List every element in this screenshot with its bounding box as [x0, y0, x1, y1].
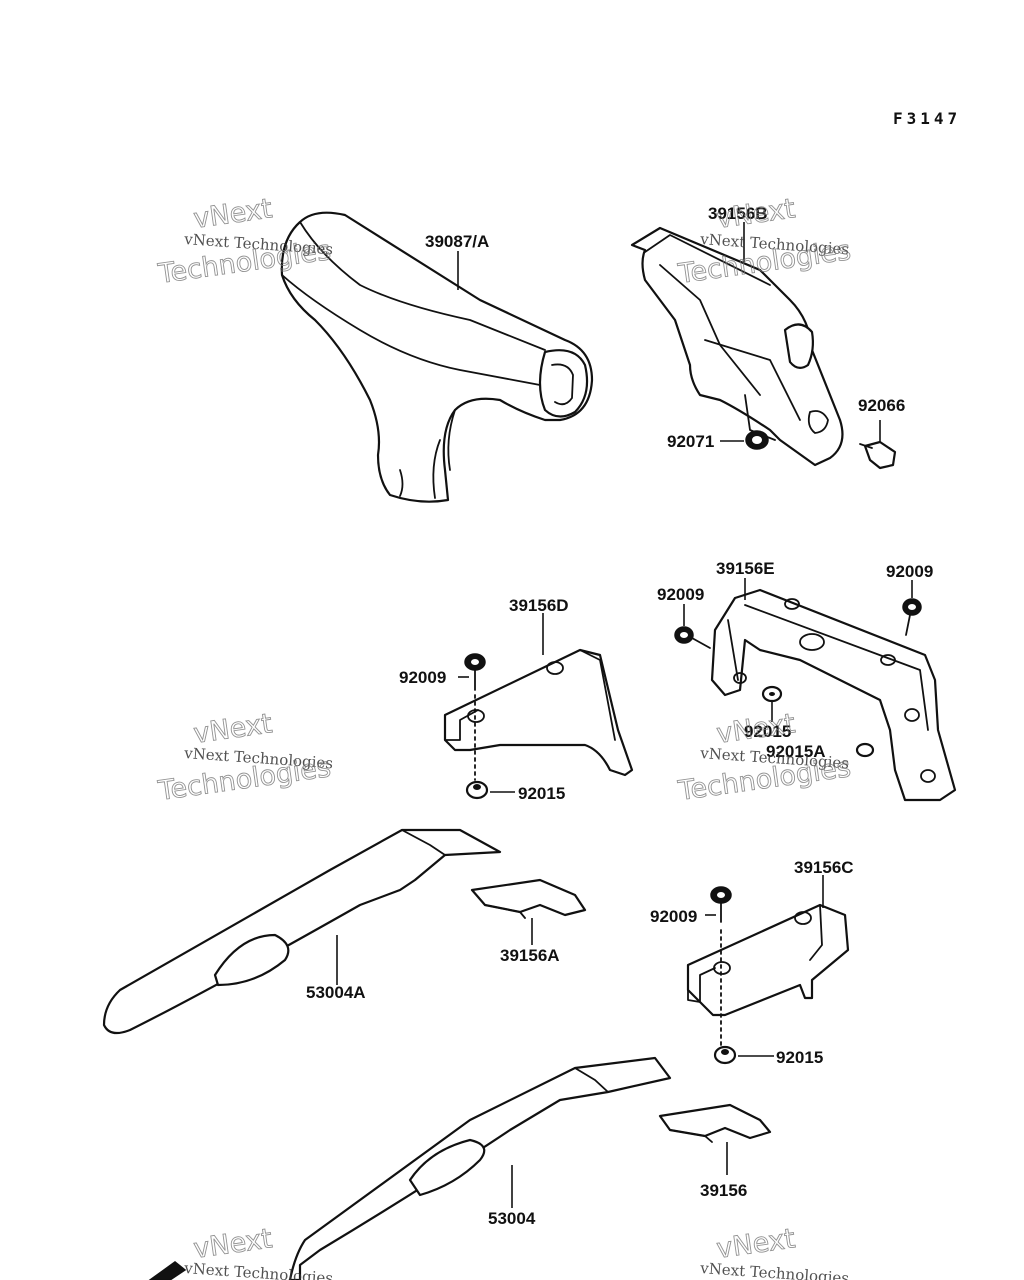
label-39156A: 39156A — [500, 946, 560, 965]
label-92015-d: 92015 — [518, 784, 565, 803]
label-39156: 39156 — [700, 1181, 747, 1200]
bracket-39156D — [443, 648, 634, 777]
bolt-92009-e-left — [674, 626, 711, 649]
bracket-39156E — [710, 588, 957, 802]
label-39087A: 39087/A — [425, 232, 489, 251]
label-92009-e-left: 92009 — [657, 585, 704, 604]
pad-39156 — [658, 1103, 772, 1143]
svg-text:vNext: vNext — [715, 1223, 797, 1265]
svg-text:vNext Technologies: vNext Technologies — [183, 1259, 334, 1280]
label-92009-c: 92009 — [650, 907, 697, 926]
watermark-mid-right: vNext vNext Technologies Technologies — [675, 708, 853, 808]
label-39156D: 39156D — [509, 596, 569, 615]
bolt-92009-d — [464, 653, 486, 781]
figure-code: F3147 — [893, 109, 961, 128]
handlebar-cover-39087A — [280, 211, 594, 503]
pad-39156A — [470, 878, 587, 919]
label-92066: 92066 — [858, 396, 905, 415]
label-53004: 53004 — [488, 1209, 536, 1228]
svg-text:vNext: vNext — [192, 1223, 274, 1265]
svg-text:vNext: vNext — [192, 193, 274, 235]
bracket-39156C — [686, 903, 850, 1017]
nut-92015-c — [713, 1045, 737, 1065]
strip-53004A — [102, 828, 502, 1035]
partial-part-fragment — [148, 1261, 187, 1280]
svg-text:vNext: vNext — [715, 193, 797, 235]
label-53004A: 53004A — [306, 983, 366, 1002]
label-92015-c: 92015 — [776, 1048, 823, 1067]
grommet-92071 — [745, 430, 769, 450]
nut-92015-d — [465, 780, 489, 800]
label-92009-d: 92009 — [399, 668, 446, 687]
cover-39156B — [630, 226, 844, 467]
watermark-bottom-right: vNext vNext Technologies — [699, 1223, 850, 1280]
bolt-92009-e-right — [902, 598, 922, 636]
nut-92015-e — [761, 685, 783, 703]
nut-92015A — [855, 742, 875, 758]
clip-92066 — [859, 440, 897, 470]
watermark-mid-left: vNext vNext Technologies Technologies — [155, 708, 333, 808]
label-92009-e-right: 92009 — [886, 562, 933, 581]
label-39156B: 39156B — [708, 204, 768, 223]
label-92015-e: 92015 — [744, 722, 791, 741]
svg-text:vNext Technologies: vNext Technologies — [699, 1259, 850, 1280]
label-39156E: 39156E — [716, 559, 775, 578]
strip-53004 — [288, 1056, 672, 1280]
label-92071: 92071 — [667, 432, 714, 451]
bolt-92009-c — [710, 886, 732, 1046]
label-92015A: 92015A — [766, 742, 826, 761]
watermark-top-right: vNext vNext Technologies Technologies — [675, 193, 853, 291]
label-39156C: 39156C — [794, 858, 854, 877]
svg-text:vNext: vNext — [192, 708, 274, 750]
